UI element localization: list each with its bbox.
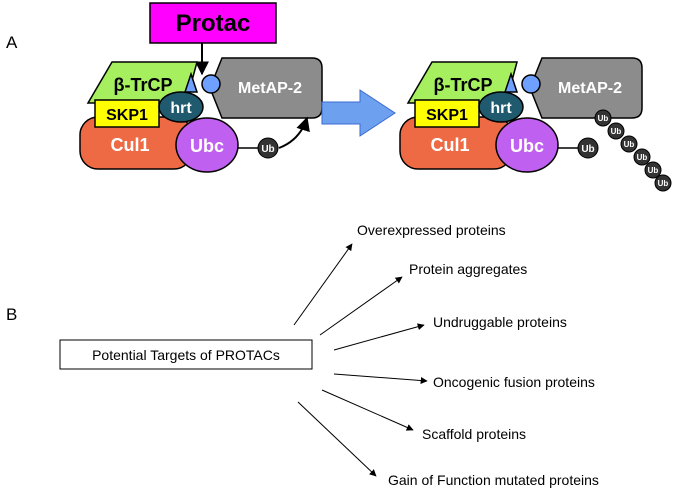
- ub-label-free: Ub: [581, 144, 594, 155]
- panel-label-b: B: [6, 305, 17, 324]
- ub-chain-5: [644, 161, 662, 179]
- cul1-label: Cul1: [110, 135, 149, 155]
- center-label: Potential Targets of PROTACs: [92, 347, 280, 363]
- btrcp-label: β-TrCP: [114, 75, 173, 95]
- metap2-label-after: MetAP-2: [558, 80, 622, 97]
- skp1-shape-after: [414, 99, 480, 128]
- arrow-target-3: [333, 323, 425, 351]
- ub-chain-4: [633, 148, 651, 166]
- target-item-3: Undruggable proteins: [433, 314, 567, 330]
- ub-chain-6: [654, 174, 672, 192]
- cul1-label-after: Cul1: [430, 135, 469, 155]
- arrow-target-2: [319, 276, 403, 336]
- skp1-label: SKP1: [106, 107, 148, 124]
- ub-circle: [257, 137, 279, 159]
- ligand-circle-after: [521, 74, 541, 94]
- target-item-2: Protein aggregates: [409, 261, 527, 277]
- hrt-label: hrt: [170, 100, 192, 117]
- ligand-triangle: [183, 71, 199, 93]
- ub-chain-5-label: Ub: [648, 166, 659, 175]
- hrt-label-after: hrt: [490, 100, 512, 117]
- ub-label: Ub: [261, 144, 274, 155]
- skp1-shape: [94, 99, 160, 128]
- metap2-label: MetAP-2: [238, 80, 302, 97]
- arrow-target-4: [333, 373, 428, 385]
- center-box: [59, 339, 313, 370]
- ubc-label: Ubc: [190, 136, 224, 156]
- ub-chain-1-label: Ub: [598, 114, 609, 123]
- arrow-target-6: [297, 401, 377, 477]
- metap2-shape-after: [529, 57, 643, 119]
- btrcp-label-after: β-TrCP: [434, 75, 493, 95]
- complex-before: Protac MetAP-2 Cul1 β-TrCP SKP1 Ubc hrt …: [79, 2, 323, 173]
- protac-box: [149, 2, 277, 44]
- protac-label: Protac: [176, 10, 251, 37]
- ub-transfer-arrow: [278, 116, 310, 149]
- ub-chain-2: [607, 122, 625, 140]
- process-arrow: [321, 89, 396, 137]
- ub-chain-3-label: Ub: [624, 140, 635, 149]
- arrow-target-1: [293, 243, 353, 326]
- polyubiquitin-chain: Ub Ub Ub Ub Ub Ub: [594, 109, 672, 192]
- ub-circle-free: [577, 137, 599, 159]
- ub-chain-3: [620, 135, 638, 153]
- complex-after: MetAP-2 Cul1 β-TrCP SKP1 Ubc hrt Ub Ub U…: [399, 57, 672, 192]
- hrt-shape: [158, 91, 204, 123]
- ubc-label-after: Ubc: [510, 136, 544, 156]
- target-item-6: Gain of Function mutated proteins: [388, 472, 599, 488]
- ligand-circle: [201, 74, 221, 94]
- panel-label-a: A: [6, 33, 18, 52]
- ub-chain-1: [594, 109, 612, 127]
- targets-panel: Potential Targets of PROTACs Overexpress…: [59, 222, 599, 488]
- ubc-shape: [175, 117, 239, 173]
- target-item-1: Overexpressed proteins: [357, 222, 506, 238]
- skp1-label-after: SKP1: [426, 107, 468, 124]
- target-item-4: Oncogenic fusion proteins: [433, 374, 595, 390]
- ub-chain-4-label: Ub: [637, 153, 648, 162]
- ubc-shape-after: [495, 117, 559, 173]
- arrow-target-5: [321, 389, 414, 431]
- ligand-triangle-after: [503, 71, 519, 93]
- ub-chain-6-label: Ub: [658, 179, 669, 188]
- target-item-5: Scaffold proteins: [422, 426, 526, 442]
- ub-chain-2-label: Ub: [611, 127, 622, 136]
- hrt-shape-after: [478, 91, 524, 123]
